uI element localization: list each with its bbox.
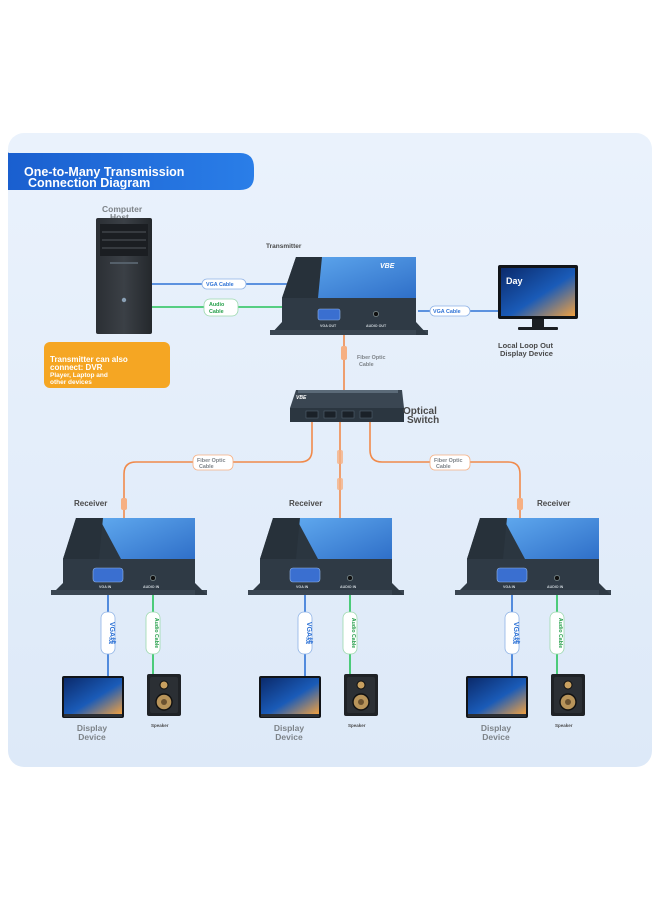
computer-label-2: Host xyxy=(110,212,129,222)
computer-host: Computer Host xyxy=(96,204,152,334)
transmitter-vga-port xyxy=(317,308,341,321)
note-line-2: connect: DVR xyxy=(50,363,103,372)
speaker-label: Speaker xyxy=(151,723,169,728)
note-line-1: Transmitter can also xyxy=(50,355,128,364)
receiver-audio-cable-label: Audio Cable xyxy=(153,618,159,648)
receiver-vga-cable-label: VGA线 xyxy=(108,622,117,644)
receiver-vga-port xyxy=(289,567,321,583)
switch-label-2: Switch xyxy=(407,415,439,426)
receiver-audio-port xyxy=(347,575,353,581)
transmitter-vga-port-label: VGA OUT xyxy=(320,324,337,328)
transmitter-device: Transmitter VBE VGA OUT AUDIO OUT xyxy=(266,243,428,335)
receiver-vga-port-label: VGA IN xyxy=(503,585,516,589)
title-banner: One-to-Many Transmission Connection Diag… xyxy=(8,152,254,190)
display-label-1: Display xyxy=(77,723,108,733)
fiber-trunk-label-2: Cable xyxy=(359,362,374,368)
vga-loop-cable-label: VGA Cable xyxy=(433,309,461,315)
fiber-right-tag xyxy=(429,454,471,471)
receiver-vga-port-label: VGA IN xyxy=(99,585,112,589)
speaker-label: Speaker xyxy=(555,723,573,728)
loop-display-label-2: Display Device xyxy=(500,349,553,358)
diagram-panel xyxy=(8,133,652,767)
receiver-vga-port-label: VGA IN xyxy=(296,585,309,589)
vga-cable-tag xyxy=(201,278,247,290)
display-label-1: Display xyxy=(481,723,512,733)
receiver-vga-cable-label: VGA线 xyxy=(305,622,314,644)
display-label-2: Device xyxy=(482,732,510,742)
title-line-1: One-to-Many Transmission xyxy=(24,165,184,179)
title-line-2: Connection Diagram xyxy=(28,176,150,190)
fiber-left-tag xyxy=(192,454,234,471)
fiber-left-label-2: Cable xyxy=(199,464,214,470)
loop-display-screen-text: Day xyxy=(506,276,523,286)
fiber-left-connector xyxy=(121,498,127,510)
receiver-label: Receiver xyxy=(289,499,322,508)
loop-display: Day Local Loop Out Display Device xyxy=(498,265,578,358)
fiber-center-connector xyxy=(337,450,343,464)
display-label-2: Device xyxy=(275,732,303,742)
switch-label-1: Optical xyxy=(403,406,437,417)
audio-cable-label-2: Cable xyxy=(209,309,224,315)
transmitter-label: Transmitter xyxy=(266,243,302,250)
computer-label-1: Computer xyxy=(102,204,143,214)
vga-cable-label: VGA Cable xyxy=(206,282,234,288)
receiver-label: Receiver xyxy=(74,499,107,508)
receiver-vga-cable-label: VGA线 xyxy=(512,622,521,644)
receiver-audio-port xyxy=(554,575,560,581)
display-label-1: Display xyxy=(274,723,305,733)
display-label-2: Device xyxy=(78,732,106,742)
audio-cable-label-1: Audio xyxy=(209,302,225,308)
speaker-label: Speaker xyxy=(348,723,366,728)
switch-brand: VBE xyxy=(296,395,307,401)
fiber-trunk-label-1: Fiber Optic xyxy=(357,355,385,361)
fiber-center-connector-2 xyxy=(337,478,343,490)
receiver-audio-cable-label: Audio Cable xyxy=(350,618,356,648)
receiver-audio-port xyxy=(150,575,156,581)
transmitter-audio-port xyxy=(373,311,379,317)
fiber-trunk-connector xyxy=(341,346,347,360)
receiver-vga-port xyxy=(496,567,528,583)
receiver-audio-port-label: AUDIO IN xyxy=(547,585,564,589)
fiber-left-label-1: Fiber Optic xyxy=(197,458,225,464)
receiver-audio-port-label: AUDIO IN xyxy=(340,585,357,589)
transmitter-brand: VBE xyxy=(380,263,395,270)
optical-switch: VBE Optical Switch xyxy=(290,390,439,426)
audio-cable-tag xyxy=(203,298,239,317)
loop-display-label-1: Local Loop Out xyxy=(498,341,553,350)
fiber-right-label-2: Cable xyxy=(436,464,451,470)
receiver-audio-cable-label: Audio Cable xyxy=(557,618,563,648)
fiber-right-label-1: Fiber Optic xyxy=(434,458,462,464)
power-button-icon xyxy=(121,297,127,303)
fiber-right-connector xyxy=(517,498,523,510)
receiver-label: Receiver xyxy=(537,499,570,508)
note-line-4: other devices xyxy=(50,379,92,386)
receiver-audio-port-label: AUDIO IN xyxy=(143,585,160,589)
note-box: Transmitter can also connect: DVR Player… xyxy=(44,342,170,388)
vga-loop-cable-tag xyxy=(429,305,471,317)
note-line-3: Player, Laptop and xyxy=(50,372,108,379)
transmitter-audio-port-label: AUDIO OUT xyxy=(366,324,387,328)
receiver-vga-port xyxy=(92,567,124,583)
